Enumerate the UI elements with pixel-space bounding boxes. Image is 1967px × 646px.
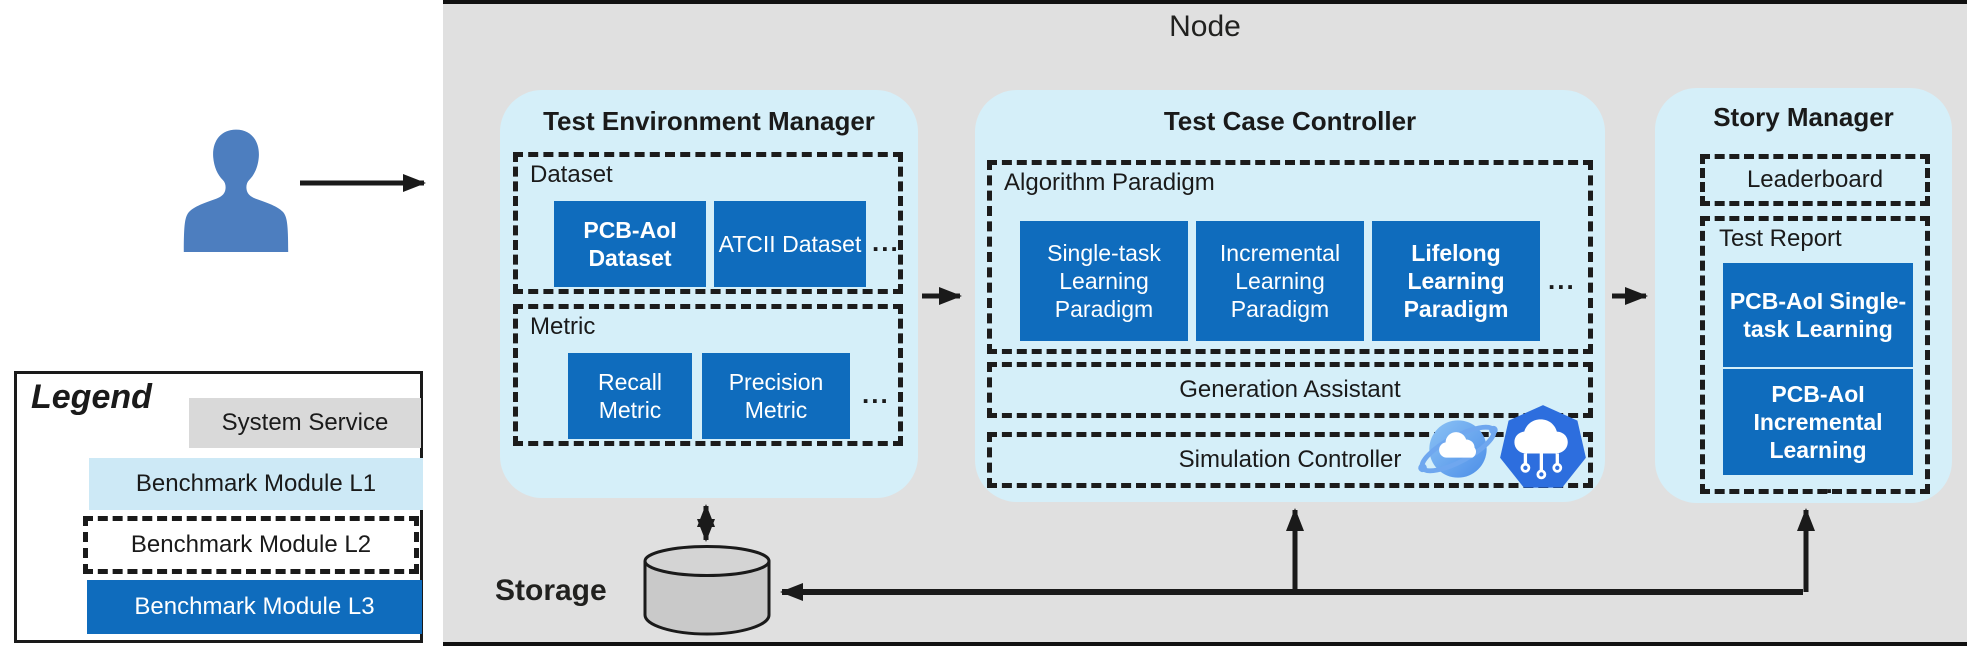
legend-system-service: System Service xyxy=(189,398,421,448)
pcb-aoi-single-task-report-box: PCB-AoI Single-task Learning xyxy=(1723,263,1913,367)
dataset-label: Dataset xyxy=(530,161,613,188)
legend-benchmark-module-l1: Benchmark Module L1 xyxy=(89,458,423,510)
incremental-paradigm-box: Incremental Learning Paradigm xyxy=(1196,221,1364,341)
metric-label: Metric xyxy=(530,313,596,340)
legend-title: Legend xyxy=(31,378,152,416)
test-report-label: Test Report xyxy=(1719,225,1842,252)
algorithm-paradigm-group: Algorithm Paradigm Single-task Learning … xyxy=(987,160,1593,354)
simulation-controller-box: Simulation Controller xyxy=(987,432,1593,488)
legend-benchmark-module-l3: Benchmark Module L3 xyxy=(87,580,422,634)
simulation-controller-label: Simulation Controller xyxy=(1178,446,1402,473)
dataset-ellipsis: ... xyxy=(872,227,900,257)
report-ellipsis: ... xyxy=(1807,469,1835,499)
node-title: Node xyxy=(1169,10,1241,43)
tem-title: Test Environment Manager xyxy=(543,106,875,136)
story-manager-title: Story Manager xyxy=(1713,102,1894,132)
test-environment-manager: Test Environment Manager Dataset PCB-AoI… xyxy=(500,90,918,498)
dataset-group: Dataset PCB-AoI Dataset ATCII Dataset ..… xyxy=(513,152,903,294)
user-panel: Legend System Service Benchmark Module L… xyxy=(0,0,443,646)
recall-metric-box: Recall Metric xyxy=(568,353,692,439)
person-silhouette-icon xyxy=(183,129,289,252)
leaderboard-box: Leaderboard xyxy=(1700,154,1930,206)
database-cylinder-icon xyxy=(643,545,771,636)
orbit-cloud-icon xyxy=(1418,420,1498,478)
bottom-edge-bar xyxy=(0,642,1967,646)
atcii-dataset-box: ATCII Dataset xyxy=(714,201,866,287)
legend-benchmark-module-l2: Benchmark Module L2 xyxy=(83,516,419,574)
pcb-aoi-incremental-report-box: PCB-AoI Incremental Learning xyxy=(1723,369,1913,475)
lifelong-paradigm-box: Lifelong Learning Paradigm xyxy=(1372,221,1540,341)
test-case-controller: Test Case Controller Algorithm Paradigm … xyxy=(975,90,1605,502)
storage-label: Storage xyxy=(495,574,607,607)
algorithm-paradigm-label: Algorithm Paradigm xyxy=(1004,169,1215,196)
generation-assistant-label: Generation Assistant xyxy=(1179,376,1401,403)
metric-ellipsis: ... xyxy=(862,379,890,409)
paradigm-ellipsis: ... xyxy=(1548,265,1576,295)
precision-metric-box: Precision Metric xyxy=(702,353,850,439)
tcc-title: Test Case Controller xyxy=(1163,106,1417,136)
story-manager: Story Manager Leaderboard Test Report PC… xyxy=(1655,88,1952,503)
test-report-group: Test Report PCB-AoI Single-task Learning… xyxy=(1700,216,1930,499)
pcb-aoi-dataset-box: PCB-AoI Dataset xyxy=(554,201,706,287)
leaderboard-label: Leaderboard xyxy=(1746,166,1884,193)
legend: Legend System Service Benchmark Module L… xyxy=(14,371,423,643)
single-task-paradigm-box: Single-task Learning Paradigm xyxy=(1020,221,1188,341)
metric-group: Metric Recall Metric Precision Metric ..… xyxy=(513,304,903,446)
generation-assistant-box: Generation Assistant xyxy=(987,362,1593,418)
top-edge-bar xyxy=(0,0,1967,4)
kubeedge-heptagon-cloud-icon xyxy=(1500,405,1586,488)
